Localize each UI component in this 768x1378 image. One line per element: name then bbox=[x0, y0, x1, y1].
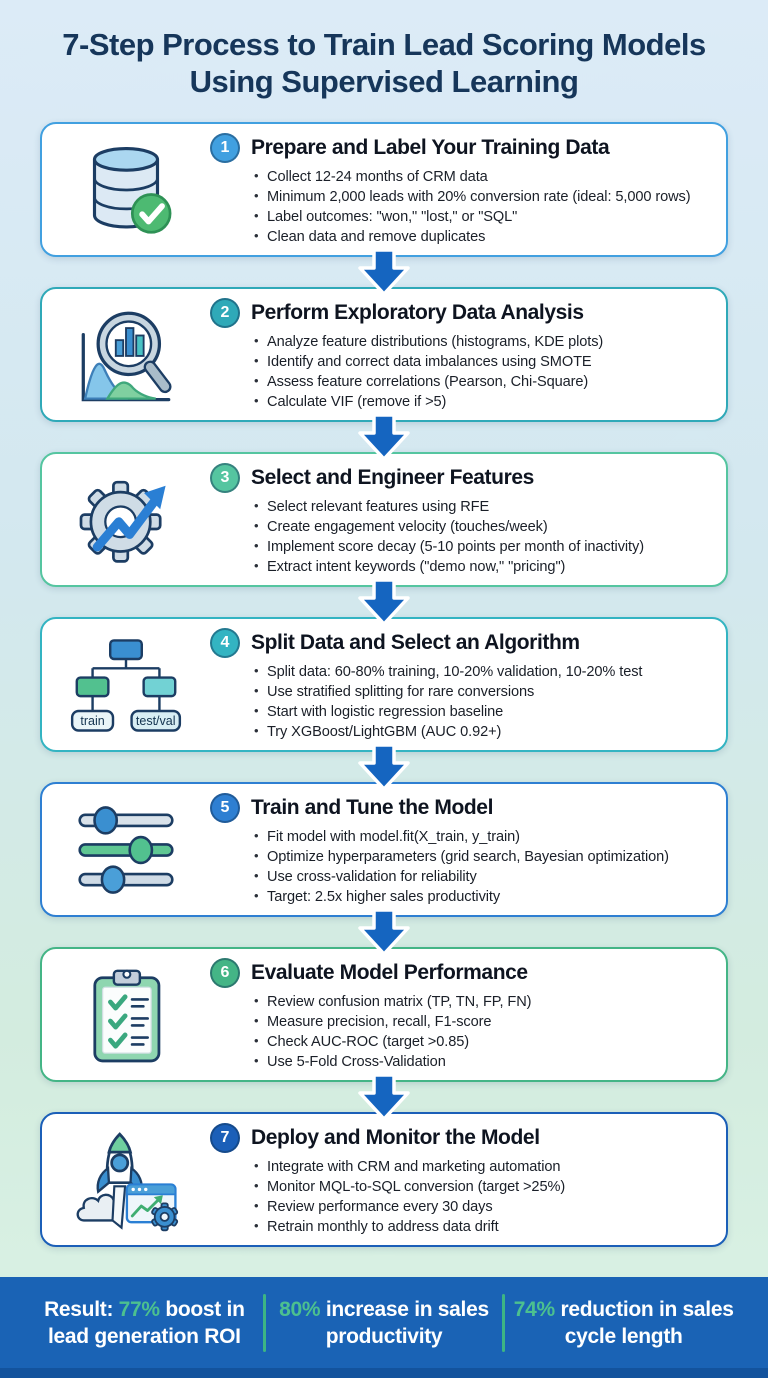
step-card-7: 7 Deploy and Monitor the Model Integrate… bbox=[40, 1112, 728, 1248]
flow-arrow bbox=[40, 743, 728, 792]
train-label: train bbox=[80, 714, 104, 728]
test-val-label: test/val bbox=[136, 714, 176, 728]
down-arrow-icon bbox=[358, 413, 410, 462]
bullet-item: Use stratified splitting for rare conver… bbox=[254, 682, 712, 702]
split-tree-icon: train test/val bbox=[42, 633, 210, 737]
step-number-badge: 1 bbox=[210, 132, 240, 163]
stat-highlight: 80% bbox=[279, 1297, 321, 1321]
page-title: 7-Step Process to Train Lead Scoring Mod… bbox=[62, 27, 706, 100]
step-bullets: Review confusion matrix (TP, TN, FP, FN)… bbox=[210, 992, 712, 1073]
step-heading: Perform Exploratory Data Analysis bbox=[251, 300, 584, 324]
step-content: 7 Deploy and Monitor the Model Integrate… bbox=[210, 1117, 726, 1244]
step-content: 2 Perform Exploratory Data Analysis Anal… bbox=[210, 292, 726, 419]
step-content: 5 Train and Tune the Model Fit model wit… bbox=[210, 787, 726, 914]
database-check-icon bbox=[42, 138, 210, 242]
step-card-1: 1 Prepare and Label Your Training Data C… bbox=[40, 122, 728, 258]
bullet-item: Create engagement velocity (touches/week… bbox=[254, 517, 712, 537]
bullet-item: Calculate VIF (remove if >5) bbox=[254, 392, 712, 412]
step-heading: Split Data and Select an Algorithm bbox=[251, 630, 580, 654]
step-number-badge: 6 bbox=[210, 957, 240, 988]
down-arrow-icon bbox=[358, 248, 410, 297]
step-bullets: Fit model with model.fit(X_train, y_trai… bbox=[210, 827, 712, 908]
flow-arrow bbox=[40, 908, 728, 957]
step-card-6: 6 Evaluate Model Performance Review conf… bbox=[40, 947, 728, 1083]
flow-arrow bbox=[40, 1073, 728, 1122]
step-card-2: 2 Perform Exploratory Data Analysis Anal… bbox=[40, 287, 728, 423]
stat-sales-productivity: 80% increase in sales productivity bbox=[266, 1296, 503, 1351]
stat-sales-cycle-length: 74% reduction in sales cycle length bbox=[505, 1296, 742, 1351]
bullet-item: Review confusion matrix (TP, TN, FP, FN) bbox=[254, 992, 712, 1012]
stat-suffix: increase in sales productivity bbox=[320, 1297, 489, 1348]
bullet-item: Start with logistic regression baseline bbox=[254, 702, 712, 722]
bullet-item: Clean data and remove duplicates bbox=[254, 227, 712, 247]
step-number-badge: 2 bbox=[210, 297, 240, 328]
step-content: 6 Evaluate Model Performance Review conf… bbox=[210, 952, 726, 1079]
step-heading: Select and Engineer Features bbox=[251, 465, 534, 489]
gear-trend-arrow-icon bbox=[42, 468, 210, 572]
step-heading: Deploy and Monitor the Model bbox=[251, 1125, 540, 1149]
bullet-item: Label outcomes: "won," "lost," or "SQL" bbox=[254, 207, 712, 227]
stat-prefix: Result: bbox=[44, 1297, 119, 1321]
stat-lead-generation-roi: Result: 77% boost in lead generation ROI bbox=[26, 1296, 263, 1351]
results-banner: Result: 77% boost in lead generation ROI… bbox=[0, 1277, 768, 1378]
bullet-item: Integrate with CRM and marketing automat… bbox=[254, 1157, 712, 1177]
step-bullets: Split data: 60-80% training, 10-20% vali… bbox=[210, 662, 712, 743]
step-card-5: 5 Train and Tune the Model Fit model wit… bbox=[40, 782, 728, 918]
step-number-badge: 5 bbox=[210, 792, 240, 823]
stat-divider bbox=[262, 1293, 266, 1352]
bullet-item: Collect 12-24 months of CRM data bbox=[254, 167, 712, 187]
bullet-item: Assess feature correlations (Pearson, Ch… bbox=[254, 372, 712, 392]
step-number-badge: 7 bbox=[210, 1122, 240, 1153]
bullet-item: Optimize hyperparameters (grid search, B… bbox=[254, 847, 712, 867]
step-heading: Train and Tune the Model bbox=[251, 795, 494, 819]
bullet-item: Try XGBoost/LightGBM (AUC 0.92+) bbox=[254, 722, 712, 742]
down-arrow-icon bbox=[358, 743, 410, 792]
bullet-item: Monitor MQL-to-SQL conversion (target >2… bbox=[254, 1177, 712, 1197]
step-bullets: Integrate with CRM and marketing automat… bbox=[210, 1157, 712, 1238]
stat-highlight: 74% bbox=[513, 1297, 555, 1321]
flow-arrow bbox=[40, 413, 728, 462]
bullet-item: Analyze feature distributions (histogram… bbox=[254, 332, 712, 352]
bullet-item: Extract intent keywords ("demo now," "pr… bbox=[254, 557, 712, 577]
rocket-launch-icon bbox=[42, 1127, 210, 1233]
bullet-item: Retrain monthly to address data drift bbox=[254, 1217, 712, 1237]
down-arrow-icon bbox=[358, 1073, 410, 1122]
bullet-item: Measure precision, recall, F1-score bbox=[254, 1012, 712, 1032]
bullet-item: Identify and correct data imbalances usi… bbox=[254, 352, 712, 372]
flow-arrow bbox=[40, 248, 728, 297]
bullet-item: Split data: 60-80% training, 10-20% vali… bbox=[254, 662, 712, 682]
stat-suffix: reduction in sales cycle length bbox=[554, 1297, 734, 1348]
step-bullets: Analyze feature distributions (histogram… bbox=[210, 332, 712, 413]
step-content: 3 Select and Engineer Features Select re… bbox=[210, 457, 726, 584]
step-number-badge: 3 bbox=[210, 462, 240, 493]
step-content: 1 Prepare and Label Your Training Data C… bbox=[210, 127, 726, 254]
step-heading: Evaluate Model Performance bbox=[251, 960, 528, 984]
stat-divider bbox=[502, 1293, 506, 1352]
clipboard-checks-icon bbox=[42, 962, 210, 1068]
bullet-item: Select relevant features using RFE bbox=[254, 497, 712, 517]
bullet-item: Check AUC-ROC (target >0.85) bbox=[254, 1032, 712, 1052]
step-bullets: Collect 12-24 months of CRM data Minimum… bbox=[210, 167, 712, 248]
steps-list: 1 Prepare and Label Your Training Data C… bbox=[0, 100, 768, 1248]
down-arrow-icon bbox=[358, 908, 410, 957]
step-bullets: Select relevant features using RFE Creat… bbox=[210, 497, 712, 578]
bullet-item: Use 5-Fold Cross-Validation bbox=[254, 1052, 712, 1072]
stat-highlight: 77% bbox=[118, 1297, 160, 1321]
step-card-4: train test/val 4 Split Data and Select a… bbox=[40, 617, 728, 753]
sliders-icon bbox=[42, 800, 210, 900]
bullet-item: Fit model with model.fit(X_train, y_trai… bbox=[254, 827, 712, 847]
step-number-badge: 4 bbox=[210, 627, 240, 658]
bullet-item: Use cross-validation for reliability bbox=[254, 867, 712, 887]
stat-suffix: boost in lead generation ROI bbox=[47, 1297, 245, 1348]
down-arrow-icon bbox=[358, 578, 410, 627]
flow-arrow bbox=[40, 578, 728, 627]
magnifier-chart-icon bbox=[42, 303, 210, 407]
bullet-item: Review performance every 30 days bbox=[254, 1197, 712, 1217]
bullet-item: Minimum 2,000 leads with 20% conversion … bbox=[254, 187, 712, 207]
step-heading: Prepare and Label Your Training Data bbox=[251, 135, 610, 159]
bullet-item: Implement score decay (5-10 points per m… bbox=[254, 537, 712, 557]
bullet-item: Target: 2.5x higher sales productivity bbox=[254, 887, 712, 907]
step-content: 4 Split Data and Select an Algorithm Spl… bbox=[210, 622, 726, 749]
step-card-3: 3 Select and Engineer Features Select re… bbox=[40, 452, 728, 588]
